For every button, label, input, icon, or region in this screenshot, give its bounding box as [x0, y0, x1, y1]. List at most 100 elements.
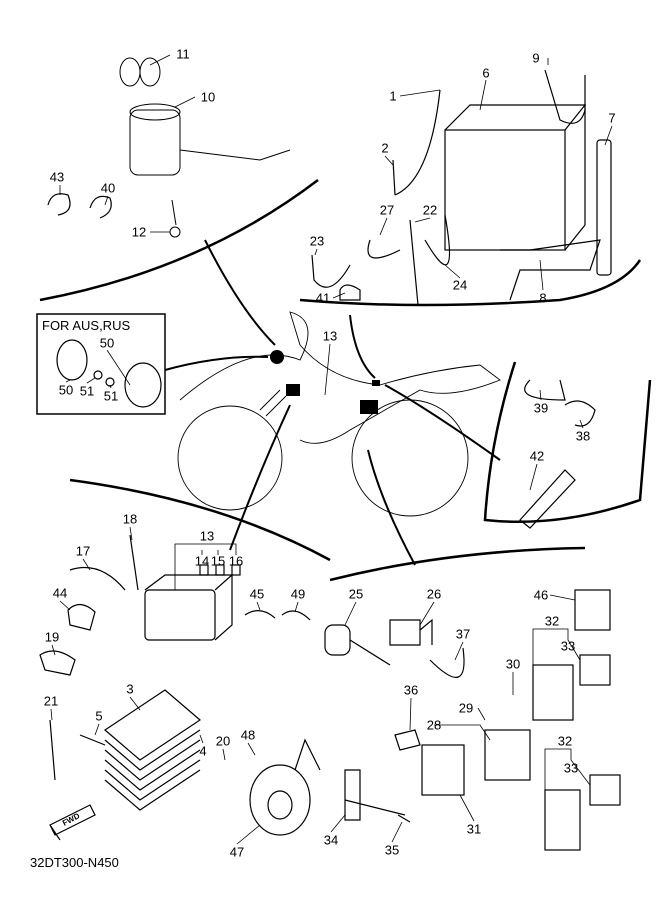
callout-label: 13: [322, 328, 338, 344]
cable-ties: [311, 214, 451, 306]
clamp-41: [339, 284, 361, 301]
leader-lines: [50, 54, 613, 845]
cable-tie-21: [49, 719, 56, 781]
callout-label: 29: [458, 700, 474, 716]
callout-label: 46: [533, 587, 549, 603]
callout-label: 30: [505, 656, 521, 672]
callout-label: 14: [194, 553, 210, 569]
cable-tie-37: [429, 647, 465, 678]
main-switch: [119, 57, 291, 238]
callout-label: 7: [608, 110, 616, 126]
battery-cable-1: [394, 89, 441, 196]
callout-label: 6: [482, 65, 490, 81]
callout-label: 43: [49, 169, 65, 185]
callout-label: 17: [75, 543, 91, 559]
callout-label: 4: [199, 743, 207, 759]
clamp-38: [564, 400, 596, 427]
relay-31: [421, 744, 465, 796]
fuse-box: [144, 564, 241, 641]
rectifier-regulator: [104, 689, 201, 811]
callout-label: 27: [379, 202, 395, 218]
callout-label: 31: [466, 821, 482, 837]
callout-label: 38: [575, 428, 591, 444]
motorcycle-outline: [177, 311, 501, 517]
divider-bottom-right: [329, 546, 586, 582]
callout-label: 45: [249, 586, 265, 602]
sensor-26: [389, 618, 433, 646]
reflector: [56, 339, 162, 408]
callout-label: 1: [389, 88, 397, 104]
pointer-arrows: [164, 239, 501, 566]
callout-label: 36: [403, 682, 419, 698]
panel-right-border: [483, 361, 652, 524]
callout-label: 16: [228, 553, 244, 569]
clamp-19: [39, 650, 76, 676]
callout-label: 41: [315, 290, 331, 306]
cable-tie-17: [69, 566, 126, 591]
callout-label: 25: [348, 586, 364, 602]
callout-label: 49: [290, 586, 306, 602]
neutral-switch: [324, 624, 391, 666]
connector-33b: [589, 774, 621, 806]
callout-label: 32: [557, 733, 573, 749]
bolt-2: [392, 159, 396, 196]
bolt-5: [79, 734, 106, 746]
callout-label: 47: [229, 844, 245, 860]
callout-label: 33: [563, 760, 579, 776]
callout-label: 33: [560, 638, 576, 654]
callout-label: 21: [43, 693, 59, 709]
clamps-45-49: [244, 610, 311, 621]
divider-bottom-left: [69, 478, 331, 562]
callout-label: 10: [200, 89, 216, 105]
cable-tie-18: [129, 534, 139, 591]
callout-label: 48: [240, 727, 256, 743]
callout-label: 11: [176, 46, 190, 62]
callout-label: 19: [44, 629, 60, 645]
clip-36: [394, 729, 421, 751]
relay-46: [574, 589, 611, 631]
callout-label: 12: [131, 224, 147, 240]
callout-label: 20: [215, 733, 231, 749]
connector-33a: [579, 654, 611, 686]
clamp-44: [67, 603, 96, 631]
starter-relay-28: [484, 729, 531, 781]
relay-32a: [532, 664, 574, 721]
callout-label: 8: [539, 290, 547, 306]
callout-label: 24: [452, 277, 468, 293]
callout-label: 2: [381, 140, 389, 156]
clamp-40: [89, 195, 112, 219]
clamp-43: [47, 193, 71, 216]
sensor-34: [344, 769, 406, 821]
diagram-code: 32DT300-N450: [30, 855, 119, 870]
callout-label: 50: [99, 335, 115, 351]
fwd-arrow: [49, 804, 96, 841]
variant-box: [36, 313, 166, 415]
callout-label: 35: [384, 842, 400, 858]
callout-label: 18: [122, 511, 138, 527]
horn: [249, 738, 321, 836]
cable-tie-39: [524, 379, 566, 401]
relay-32b: [544, 789, 581, 851]
callout-label: 15: [210, 553, 226, 569]
marker-blobs: [270, 350, 380, 414]
callout-label: 5: [95, 708, 103, 724]
callout-label: 23: [309, 233, 325, 249]
variant-note: FOR AUS,RUS: [42, 318, 131, 333]
callout-label: 37: [455, 626, 471, 642]
callout-label: 40: [100, 180, 116, 196]
callout-label: 28: [426, 717, 442, 733]
callout-label: 39: [533, 400, 549, 416]
callout-label: 51: [103, 388, 119, 404]
callout-label: 34: [323, 832, 339, 848]
callout-label: 3: [126, 681, 134, 697]
callout-label: 42: [529, 448, 545, 464]
callout-label: 22: [422, 202, 438, 218]
divider-top-left: [39, 179, 319, 302]
callout-label: 9: [532, 50, 540, 66]
callout-label: 26: [426, 586, 442, 602]
callout-label: 51: [79, 383, 95, 399]
callout-label: 13: [199, 528, 215, 544]
callout-label: 44: [52, 585, 68, 601]
callout-label: 32: [544, 613, 560, 629]
